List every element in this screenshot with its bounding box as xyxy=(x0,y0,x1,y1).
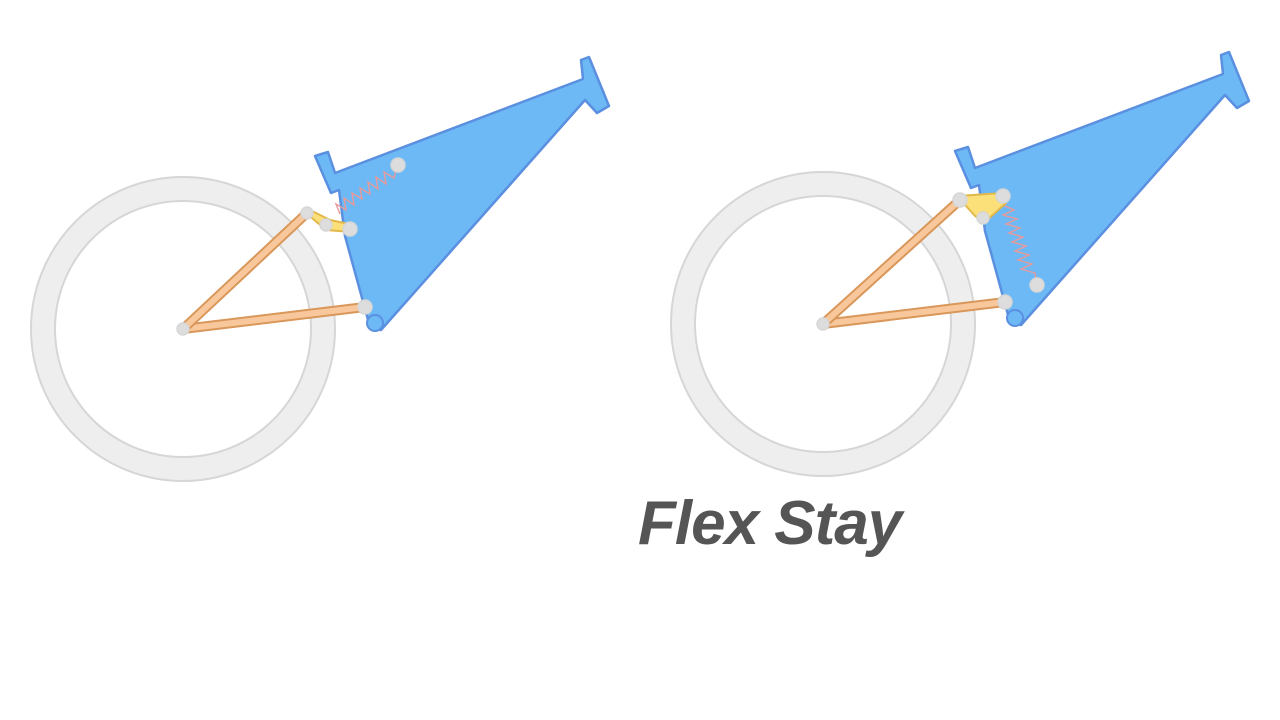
pivot-link-shock xyxy=(342,221,358,237)
shock-spring xyxy=(1000,204,1038,285)
pivot-link-shock xyxy=(995,188,1011,204)
rear-wheel-inner-edge xyxy=(694,195,952,453)
rear-wheel-inner-edge xyxy=(54,200,312,458)
shock-spring xyxy=(334,165,398,215)
pivot-link-frame xyxy=(319,218,333,232)
pivot-chainstay xyxy=(997,294,1013,310)
bottom-bracket xyxy=(366,314,384,332)
bike-extended xyxy=(30,55,611,482)
pivot-chainstay xyxy=(357,299,373,315)
pivot-shock-mount xyxy=(390,157,406,173)
pivot-rear-axle xyxy=(816,317,830,331)
pivot-rear-axle xyxy=(176,322,190,336)
pivot-link-frame xyxy=(976,211,990,225)
pivot-seatstay-link xyxy=(952,192,968,208)
main-frame xyxy=(953,50,1251,327)
bottom-bracket xyxy=(1006,309,1024,327)
rear-wheel xyxy=(671,172,975,476)
bike-compressed xyxy=(670,50,1251,477)
chain-stay xyxy=(180,304,368,332)
seat-stay xyxy=(180,210,310,332)
diagram-caption: Flex Stay xyxy=(638,489,902,558)
rear-wheel-outer-edge xyxy=(30,176,336,482)
chain-stay xyxy=(820,299,1008,327)
rear-wheel-outer-edge xyxy=(670,171,976,477)
rear-wheel xyxy=(31,177,335,481)
seat-stay xyxy=(820,197,963,327)
pivot-shock-mount xyxy=(1029,277,1045,293)
pivot-seatstay-link xyxy=(300,206,314,220)
main-frame xyxy=(313,55,611,332)
